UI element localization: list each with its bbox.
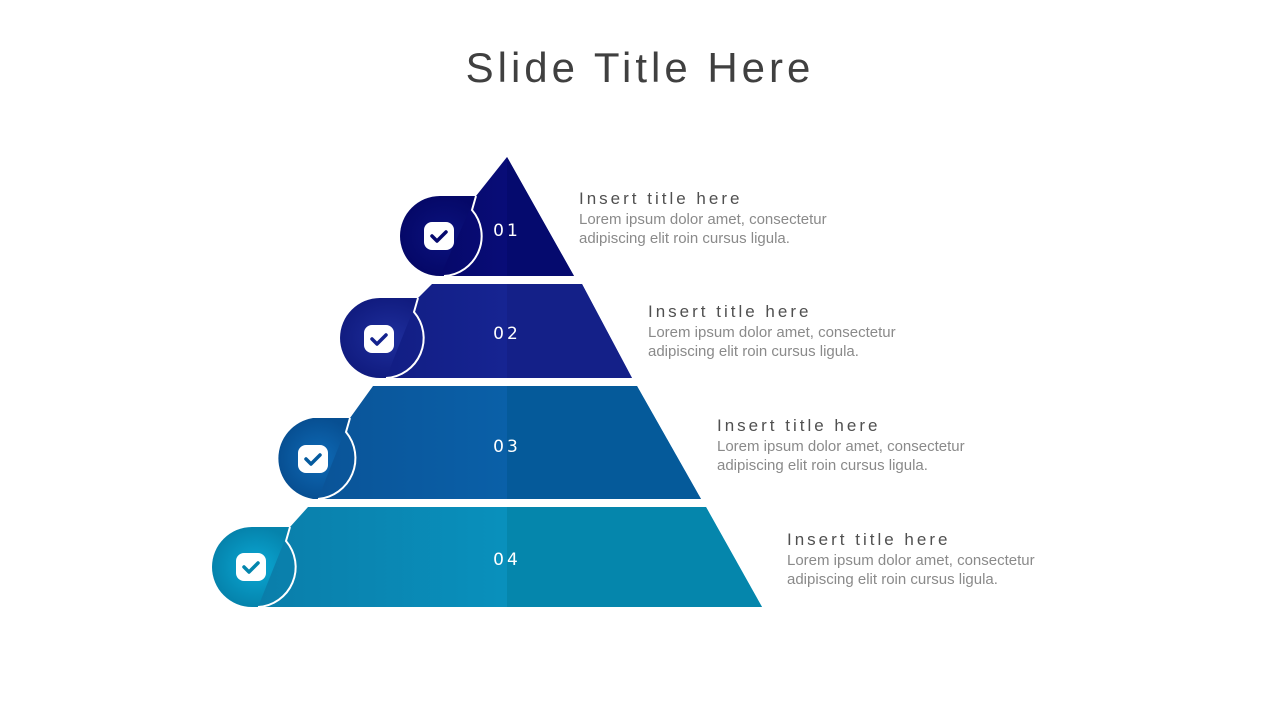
tier-body: adipiscing elit roin cursus ligula. — [648, 343, 859, 360]
tier-3[interactable]: 03 — [278, 386, 701, 500]
check-icon — [364, 325, 394, 353]
check-icon — [298, 445, 328, 473]
tier-body: Lorem ipsum dolor amet, consectetur — [648, 324, 896, 341]
tier-1[interactable]: 01 — [400, 157, 574, 277]
tier-body: Lorem ipsum dolor amet, consectetur — [787, 552, 1035, 569]
tier-body: adipiscing elit roin cursus ligula. — [579, 230, 790, 247]
tier-number: 03 — [493, 437, 521, 457]
check-icon — [424, 222, 454, 250]
tier-4-description: Insert title here Lorem ipsum dolor amet… — [787, 529, 1107, 589]
tier-number: 04 — [493, 550, 521, 570]
tier-4[interactable]: 04 — [212, 507, 762, 608]
tier-body: adipiscing elit roin cursus ligula. — [787, 571, 998, 588]
tier-3-description: Insert title here Lorem ipsum dolor amet… — [717, 415, 1037, 475]
tier-body: adipiscing elit roin cursus ligula. — [717, 457, 928, 474]
tier-body: Lorem ipsum dolor amet, consectetur — [717, 438, 965, 455]
tier-2-description: Insert title here Lorem ipsum dolor amet… — [648, 301, 968, 361]
slide-title: Slide Title Here — [465, 44, 815, 91]
tier-1-description: Insert title here Lorem ipsum dolor amet… — [579, 188, 899, 248]
tier-body: Lorem ipsum dolor amet, consectetur — [579, 211, 827, 228]
tier-2[interactable]: 02 — [340, 284, 632, 379]
tier-title: Insert title here — [579, 189, 743, 208]
tier-title: Insert title here — [717, 416, 881, 435]
check-icon — [236, 553, 266, 581]
tier-number: 01 — [493, 221, 521, 241]
tier-title: Insert title here — [787, 530, 951, 549]
tier-title: Insert title here — [648, 302, 812, 321]
tier-number: 02 — [493, 324, 521, 344]
